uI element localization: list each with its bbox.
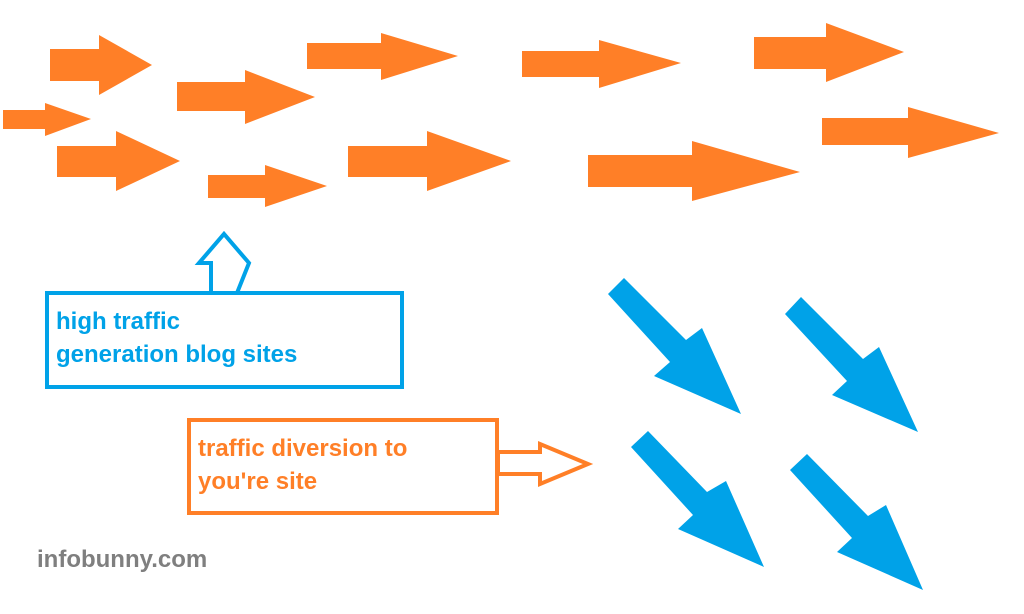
blue-diagonal-arrow-icon bbox=[608, 278, 741, 414]
watermark: infobunny.com bbox=[37, 546, 208, 573]
blue-diagonal-arrow-icon bbox=[631, 431, 764, 567]
diversion-line2: you're site bbox=[198, 468, 318, 495]
diversion-box bbox=[187, 418, 499, 515]
orange-traffic-arrows bbox=[3, 23, 999, 207]
blog-sites-label: high traffic generation blog sites bbox=[56, 305, 297, 371]
up-arrow-outline-icon bbox=[194, 230, 252, 295]
right-arrow-outline-icon bbox=[496, 441, 594, 487]
orange-arrow-icon bbox=[208, 165, 327, 207]
orange-arrow-icon bbox=[307, 33, 458, 80]
orange-arrow-icon bbox=[3, 103, 91, 136]
orange-arrow-icon bbox=[50, 35, 152, 95]
orange-arrow-icon bbox=[348, 131, 511, 191]
blog-sites-line2: generation blog sites bbox=[56, 341, 298, 368]
orange-arrow-icon bbox=[588, 141, 800, 201]
orange-arrow-icon bbox=[822, 107, 999, 158]
blue-diagonal-arrow-icon bbox=[790, 454, 923, 590]
diversion-label: traffic diversion to you're site bbox=[198, 432, 407, 498]
orange-arrow-icon bbox=[57, 131, 180, 191]
diversion-line1: traffic diversion to bbox=[198, 435, 408, 462]
blog-sites-box bbox=[45, 291, 404, 389]
orange-arrow-icon bbox=[177, 70, 315, 124]
orange-arrow-icon bbox=[522, 40, 681, 88]
blue-diagonal-arrow-icon bbox=[785, 297, 918, 432]
orange-arrow-icon bbox=[754, 23, 904, 82]
blog-sites-line1: high traffic bbox=[56, 308, 180, 335]
blue-diversion-arrows bbox=[608, 278, 923, 590]
